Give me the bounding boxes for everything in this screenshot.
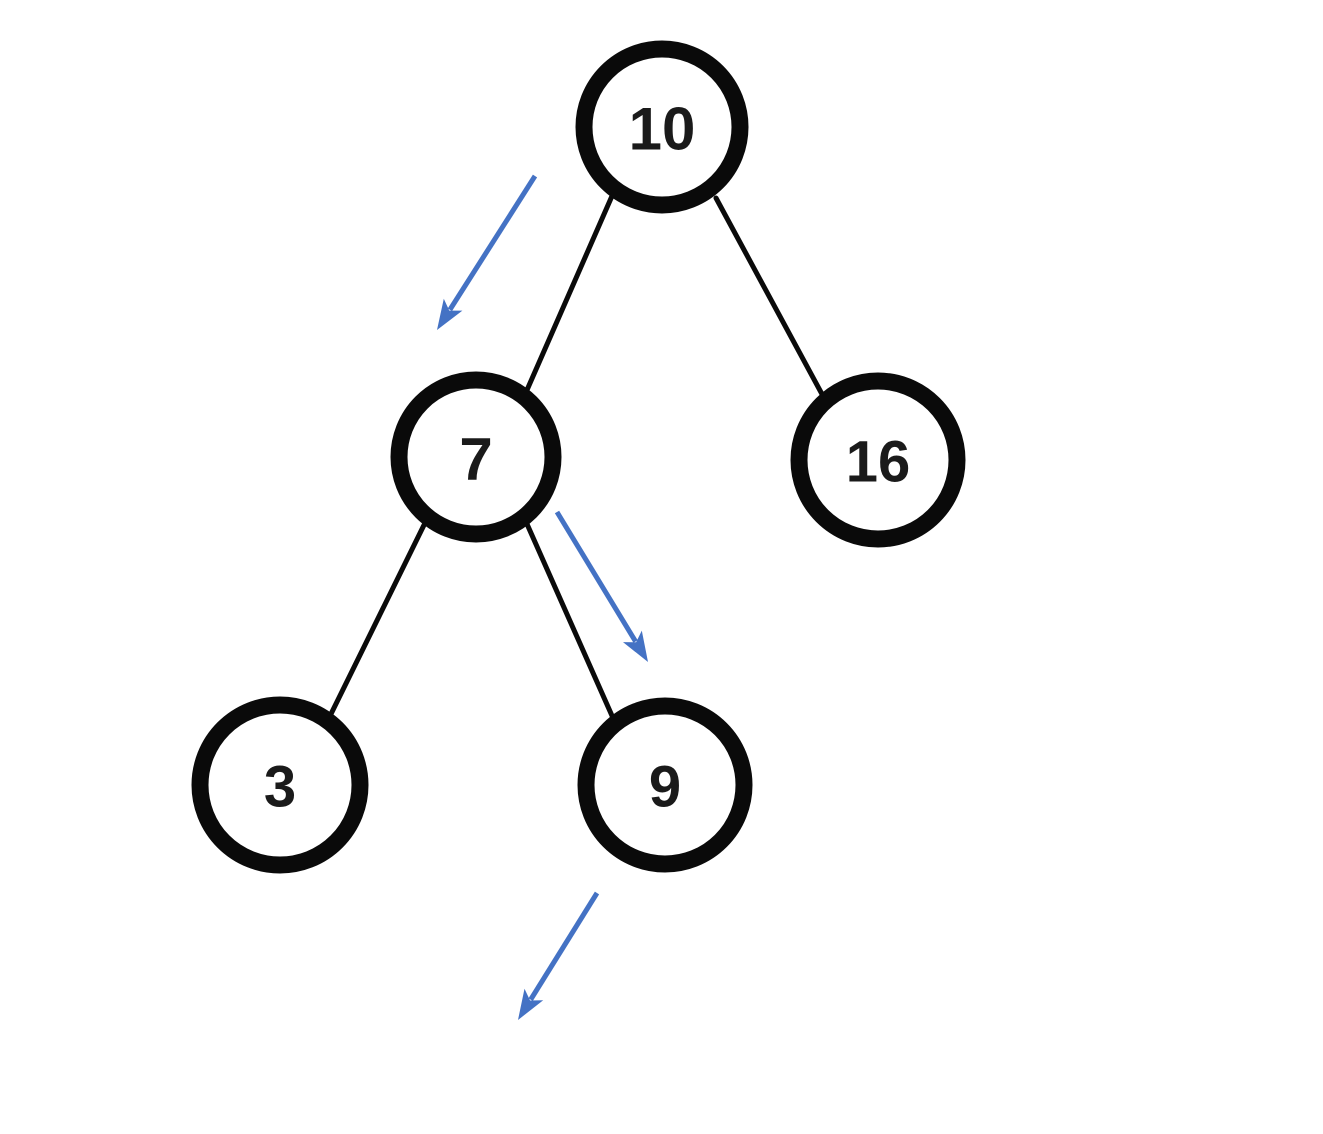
node-circle: [390, 371, 562, 543]
tree-edge: [524, 521, 616, 721]
node-circle: [191, 696, 369, 874]
annotation-arrows-group: [437, 174, 648, 1020]
tree-node-16[interactable]: 16: [790, 372, 966, 548]
tree-node-7[interactable]: 7: [390, 371, 562, 543]
arrow-head: [437, 298, 463, 330]
node-label: 10: [629, 96, 696, 163]
tree-edge: [713, 195, 826, 399]
tree-node-3[interactable]: 3: [191, 696, 369, 874]
tree-node-10[interactable]: 10: [575, 40, 749, 214]
node-circle: [575, 40, 749, 214]
pointer-arrow-to-node-9: [554, 510, 648, 662]
tree-nodes-group: 10 7 16 3 9: [191, 40, 966, 874]
node-label: 9: [649, 755, 681, 820]
node-label: 3: [264, 755, 296, 820]
arrow-head: [623, 630, 648, 662]
pointer-arrow-to-left-subtree: [437, 174, 538, 330]
arrow-head: [518, 988, 544, 1020]
node-circle: [577, 697, 753, 873]
tree-edge: [327, 522, 427, 719]
node-label: 7: [459, 426, 492, 493]
arrow-shaft: [528, 891, 600, 1001]
tree-edge: [524, 193, 615, 393]
tree-edges-group: [327, 193, 826, 721]
arrow-shaft: [554, 510, 638, 643]
pointer-arrow-below-node-9: [518, 891, 600, 1020]
tree-node-9[interactable]: 9: [577, 697, 753, 873]
arrow-shaft: [447, 174, 538, 312]
node-circle: [790, 372, 966, 548]
node-label: 16: [846, 430, 911, 495]
